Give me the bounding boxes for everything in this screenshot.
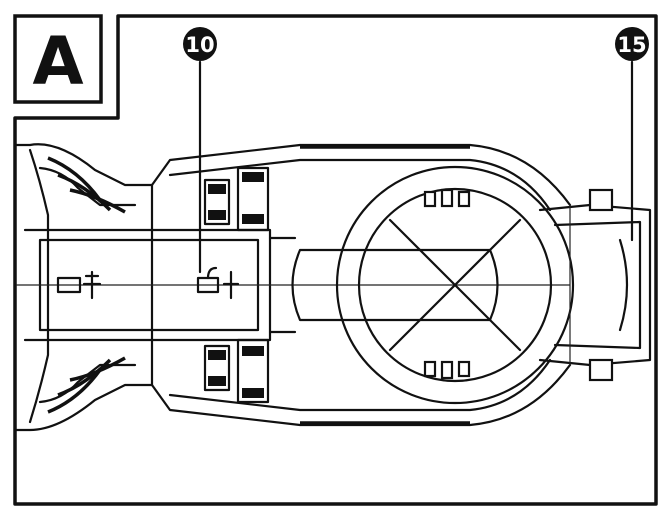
callout-15: 15	[615, 27, 649, 242]
callout-15-badge	[615, 27, 649, 61]
panel-letter: A	[32, 23, 83, 100]
upper-housing	[150, 143, 572, 207]
callout-10-badge	[183, 27, 217, 61]
callout-10: 10	[183, 27, 217, 274]
figure-frame	[13, 14, 658, 506]
callout-15-label: 15	[617, 33, 646, 57]
tool-body	[14, 143, 652, 432]
lock-symbol-center	[196, 266, 240, 300]
center-panel	[38, 238, 260, 332]
switch-buttons-top	[203, 166, 270, 232]
motor-cover	[335, 165, 575, 405]
center-bar	[291, 248, 499, 322]
lower-housing	[150, 363, 572, 427]
callout-10-label: 10	[185, 33, 214, 57]
front-nose	[538, 203, 652, 367]
switch-buttons-bottom	[203, 338, 270, 404]
lock-symbol-left	[56, 270, 102, 300]
panel-label-box: A	[13, 14, 103, 104]
